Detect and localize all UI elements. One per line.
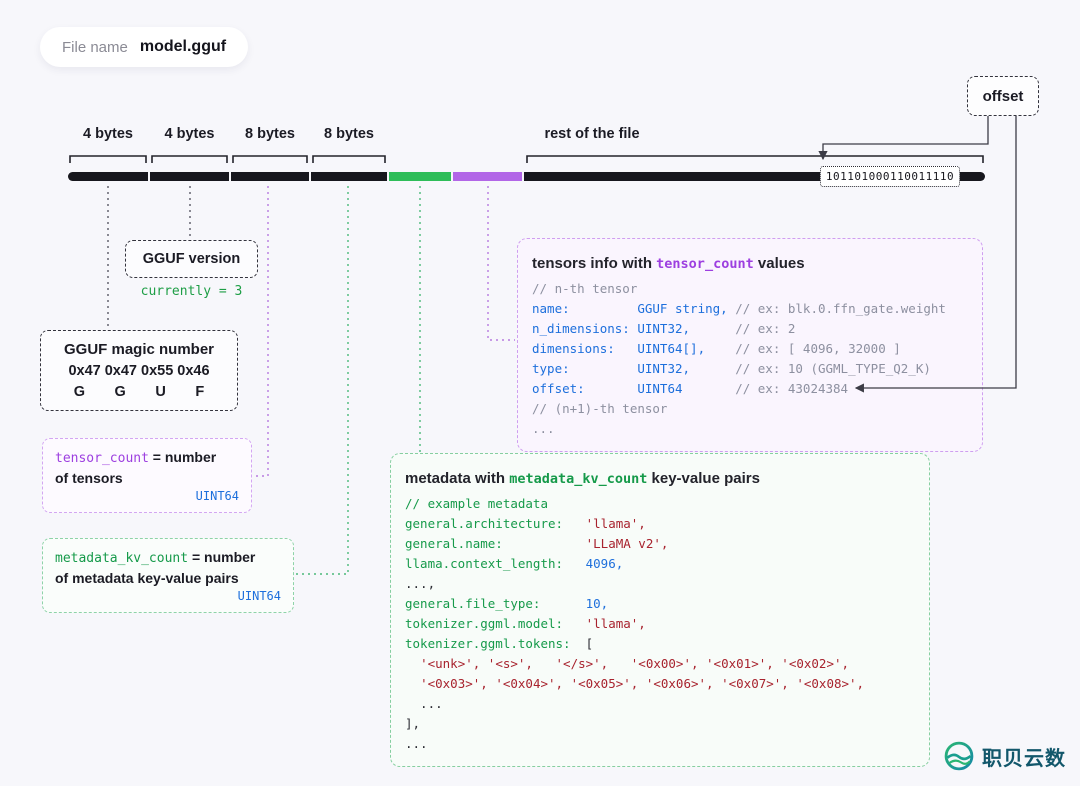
offset-arrow-to-bar xyxy=(818,116,989,161)
tensors-info-box: tensors info with tensor_count values //… xyxy=(517,238,983,452)
brand-name: 职贝云数 xyxy=(982,747,1066,770)
bracket-4bytes-1 xyxy=(69,155,147,163)
bar-label-8bytes-2: 8 bytes xyxy=(324,126,374,142)
magic-letter-u: U xyxy=(155,384,166,400)
bar-segment-magic xyxy=(68,172,148,181)
file-name-label: File name xyxy=(62,38,128,56)
brand-globe-icon xyxy=(944,741,974,771)
bracket-8bytes-2 xyxy=(312,155,386,163)
magic-letter-g2: G xyxy=(114,384,126,400)
tensor-count-note: tensor_count = number of tensors UINT64 xyxy=(42,438,252,513)
tensor-count-desc: of tensors xyxy=(55,470,123,486)
bar-label-4bytes-1: 4 bytes xyxy=(83,126,133,142)
bar-segment-metadata xyxy=(389,172,451,181)
bar-label-rest-of-file: rest of the file xyxy=(544,126,640,142)
metadata-box: metadata with metadata_kv_count key-valu… xyxy=(390,453,930,767)
metadata-kv-count-token: metadata_kv_count xyxy=(55,551,189,566)
metadata-kv-count-note: metadata_kv_count = number of metadata k… xyxy=(42,538,294,613)
metadata-title-token: metadata_kv_count xyxy=(509,471,648,487)
offset-binary-value: 101101000110011110 xyxy=(820,166,960,187)
tensor-count-eq: = number xyxy=(148,449,217,465)
tensors-title-post: values xyxy=(753,255,805,272)
file-name-value: model.gguf xyxy=(139,38,227,55)
metadata-kv-count-line: metadata_kv_count = number xyxy=(55,548,281,568)
gguf-magic-note: GGUF magic number 0x47 0x47 0x55 0x46 G … xyxy=(40,330,238,411)
tensors-info-title: tensors info with tensor_count values xyxy=(532,251,968,277)
metadata-kv-count-type: UINT64 xyxy=(237,589,281,603)
metadata-title-post: key-value pairs xyxy=(647,470,760,487)
connector-tensors-info xyxy=(487,186,515,341)
bar-label-4bytes-2: 4 bytes xyxy=(164,126,215,142)
gguf-version-current: currently = 3 xyxy=(140,284,243,299)
offset-callout: offset xyxy=(967,76,1039,116)
metadata-title-pre: metadata with xyxy=(405,470,510,487)
bar-label-8bytes-1: 8 bytes xyxy=(245,126,295,142)
file-name-pill: File name model.gguf xyxy=(40,27,249,67)
connector-tensor-count xyxy=(254,186,269,477)
magic-title: GGUF magic number xyxy=(63,341,215,358)
magic-letters: G G U F xyxy=(59,384,219,400)
metadata-kv-count-desc: of metadata key-value pairs xyxy=(55,570,239,586)
bracket-rest-of-file xyxy=(526,155,984,163)
tensor-count-token: tensor_count xyxy=(55,451,149,466)
metadata-kv-count-eq: = number xyxy=(188,549,256,565)
connector-metadata-kv-count xyxy=(296,186,349,575)
bar-segment-metadata-kv-count xyxy=(311,172,387,181)
bracket-4bytes-2 xyxy=(151,155,228,163)
magic-hex: 0x47 0x47 0x55 0x46 xyxy=(68,363,210,379)
metadata-title: metadata with metadata_kv_count key-valu… xyxy=(405,466,915,492)
tensors-title-token: tensor_count xyxy=(656,256,754,272)
brand-logo: 职贝云数 xyxy=(943,740,1066,772)
tensor-count-type: UINT64 xyxy=(195,489,239,503)
bar-segment-version xyxy=(150,172,229,181)
bar-segment-tensors-info xyxy=(453,172,522,181)
magic-letter-f: F xyxy=(195,384,205,400)
tensor-count-line: tensor_count = number xyxy=(55,448,239,468)
bracket-8bytes-1 xyxy=(232,155,308,163)
gguf-version-note: GGUF version xyxy=(125,240,258,278)
bar-segment-tensor-count xyxy=(231,172,309,181)
magic-letter-g1: G xyxy=(73,384,86,400)
tensors-title-pre: tensors info with xyxy=(532,255,657,272)
bar-segment-rest-of-file xyxy=(524,172,985,181)
